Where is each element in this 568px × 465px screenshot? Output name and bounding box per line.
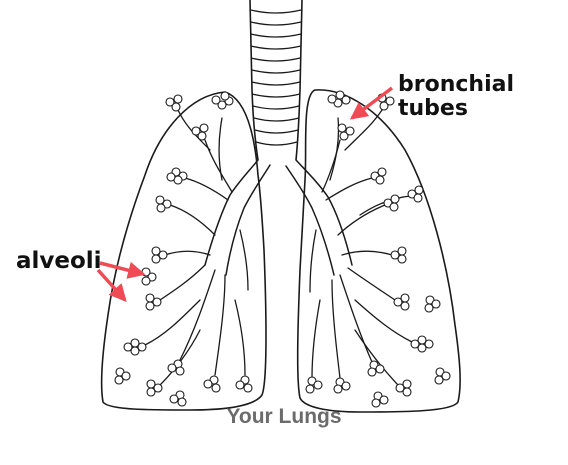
alveoli-arrows: [96, 261, 146, 302]
bronchial-arrow: [349, 86, 394, 120]
alveoli-clusters: [114, 90, 451, 408]
diagram-caption: Your Lungs: [226, 405, 342, 428]
bronchial-tubes-label-line1: bronchial: [398, 72, 515, 97]
right-lung-outline: [296, 89, 461, 413]
trachea: [249, 0, 303, 161]
bronchial-tree: [144, 109, 413, 386]
bronchial-tubes-label-line2: tubes: [398, 96, 468, 121]
alveoli-label: alveoli: [16, 248, 102, 274]
